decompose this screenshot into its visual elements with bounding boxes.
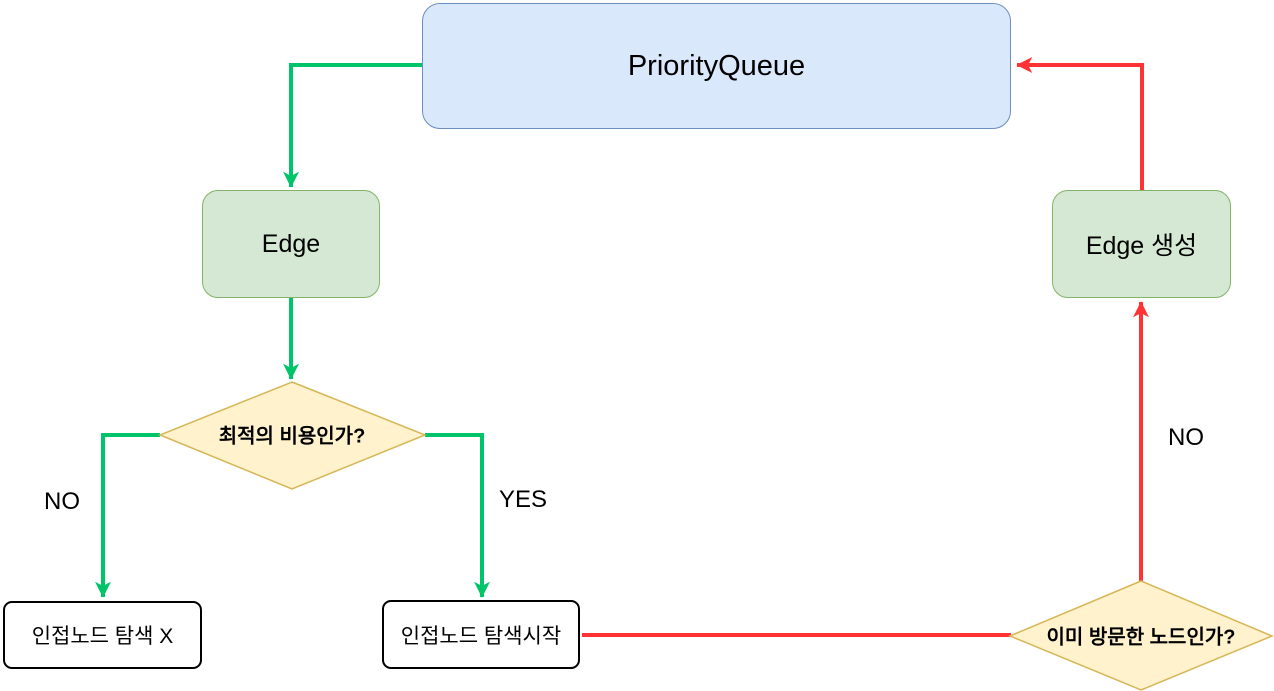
edge-label-visited-no: NO — [1168, 424, 1204, 451]
node-adjacent-search-start: 인접노드 탐색시작 — [382, 600, 580, 669]
decision-diamond-visited-node — [1008, 580, 1274, 691]
decision-label-visited-node: 이미 방문한 노드인가? — [1046, 626, 1236, 649]
decision-label-optimal-cost: 최적의 비용인가? — [218, 425, 366, 448]
decision-diamond-optimal-cost — [158, 381, 428, 490]
node-edge-create: Edge 생성 — [1052, 190, 1231, 298]
connector-edge-create-to-priorityqueue — [1016, 57, 1144, 190]
connector-optimal-no-to-no-search — [95, 433, 160, 598]
connector-optimal-yes-to-start-search — [425, 433, 490, 598]
node-adjacent-no-search: 인접노드 탐색 X — [3, 601, 202, 669]
node-priority-queue: PriorityQueue — [422, 3, 1011, 129]
connector-priorityqueue-to-edge — [283, 63, 422, 188]
edge-label-optimal-yes: YES — [498, 486, 548, 513]
edge-label-optimal-no: NO — [44, 488, 80, 515]
node-edge: Edge — [202, 190, 380, 298]
